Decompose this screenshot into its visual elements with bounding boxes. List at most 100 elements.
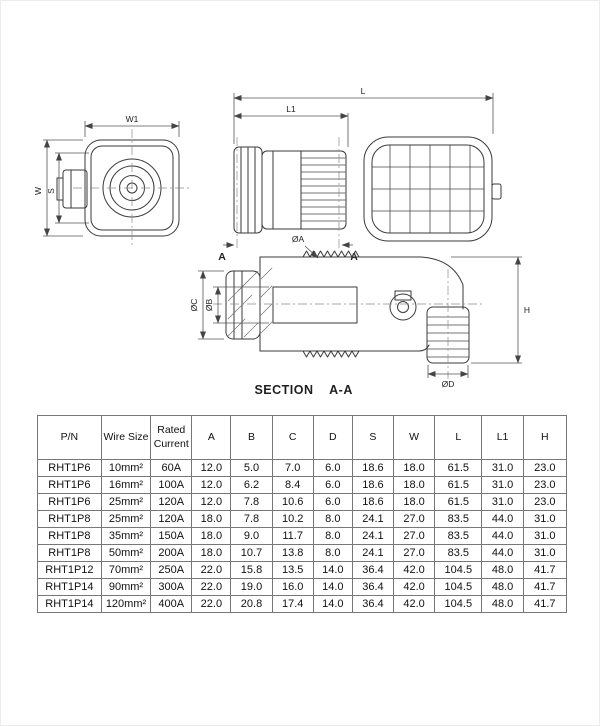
dim-label-dia-d: ØD <box>442 379 455 389</box>
table-cell: 9.0 <box>230 527 273 545</box>
side-view <box>233 146 347 234</box>
column-header: W <box>392 415 436 460</box>
length-dimensions <box>233 93 494 147</box>
table-cell: 16.0 <box>271 578 314 596</box>
table-cell: RHT1P14 <box>37 578 102 596</box>
table-cell: 300A <box>150 578 193 596</box>
section-cut-lines <box>236 137 340 249</box>
section-view <box>225 250 470 364</box>
table-cell: 6.2 <box>230 476 273 494</box>
table-cell: 83.5 <box>434 544 483 562</box>
table-cell: 31.0 <box>522 510 568 528</box>
column-header: A <box>191 415 232 460</box>
table-cell: 15.8 <box>230 561 273 579</box>
table-cell: 120A <box>150 493 193 511</box>
table-cell: 5.0 <box>230 459 273 477</box>
table-cell: 24.1 <box>351 527 395 545</box>
section-caption-id: A-A <box>329 383 353 397</box>
table-cell: 11.7 <box>271 527 314 545</box>
table-cell: 150A <box>150 527 193 545</box>
table-cell: 35mm² <box>100 527 152 545</box>
table-cell: 104.5 <box>434 578 483 596</box>
table-cell: 18.0 <box>392 459 436 477</box>
table-cell: 31.0 <box>522 544 568 562</box>
table-cell: 31.0 <box>481 493 524 511</box>
dim-label-w: W <box>33 187 43 195</box>
column-header: C <box>271 415 314 460</box>
column-header: L <box>434 415 483 460</box>
table-cell: RHT1P12 <box>37 561 102 579</box>
table-cell: RHT1P8 <box>37 510 102 528</box>
table-cell: RHT1P8 <box>37 544 102 562</box>
table-cell: 83.5 <box>434 527 483 545</box>
table-cell: 12.0 <box>191 493 232 511</box>
table-cell: 36.4 <box>351 595 395 613</box>
table-cell: RHT1P6 <box>37 476 102 494</box>
rear-view <box>363 136 502 242</box>
table-cell: 23.0 <box>522 459 568 477</box>
table-cell: 18.0 <box>191 527 232 545</box>
table-cell: 22.0 <box>191 561 232 579</box>
table-cell: 120mm² <box>100 595 152 613</box>
table-cell: 42.0 <box>392 578 436 596</box>
table-cell: 18.0 <box>392 476 436 494</box>
table-cell: 10mm² <box>100 459 152 477</box>
table-cell: 25mm² <box>100 510 152 528</box>
section-marker-a-left: A <box>218 251 226 263</box>
column-header: Rated Current <box>150 415 193 460</box>
table-cell: 6.0 <box>312 459 353 477</box>
column-header: H <box>522 415 568 460</box>
table-cell: 42.0 <box>392 595 436 613</box>
column-header: S <box>351 415 395 460</box>
dim-label-l1: L1 <box>286 104 296 114</box>
table-cell: 16mm² <box>100 476 152 494</box>
table-cell: 14.0 <box>312 561 353 579</box>
table-cell: 90mm² <box>100 578 152 596</box>
table-cell: 27.0 <box>392 527 436 545</box>
dim-label-s: S <box>46 188 56 194</box>
table-cell: 7.8 <box>230 493 273 511</box>
front-view-dimensions <box>43 121 180 237</box>
table-cell: 10.7 <box>230 544 273 562</box>
table-cell: 18.6 <box>351 493 395 511</box>
table-cell: 31.0 <box>522 527 568 545</box>
table-cell: 12.0 <box>191 459 232 477</box>
table-cell: 36.4 <box>351 578 395 596</box>
table-cell: RHT1P6 <box>37 459 102 477</box>
table-cell: 250A <box>150 561 193 579</box>
dim-label-dia-a: ØA <box>292 234 305 244</box>
table-cell: 18.0 <box>191 544 232 562</box>
table-cell: 61.5 <box>434 493 483 511</box>
dim-label-dia-c: ØC <box>189 299 199 312</box>
table-cell: 48.0 <box>481 561 524 579</box>
section-view-dimensions <box>198 245 522 378</box>
table-cell: 6.0 <box>312 493 353 511</box>
column-header: P/N <box>37 415 102 460</box>
table-cell: 44.0 <box>481 544 524 562</box>
table-cell: 13.8 <box>271 544 314 562</box>
table-cell: 24.1 <box>351 544 395 562</box>
table-cell: RHT1P6 <box>37 493 102 511</box>
table-cell: 14.0 <box>312 595 353 613</box>
table-cell: 17.4 <box>271 595 314 613</box>
dim-label-w1: W1 <box>126 114 139 124</box>
table-cell: 50mm² <box>100 544 152 562</box>
table-cell: 104.5 <box>434 561 483 579</box>
table-cell: 400A <box>150 595 193 613</box>
table-cell: 41.7 <box>522 595 568 613</box>
table-cell: 44.0 <box>481 510 524 528</box>
table-cell: 31.0 <box>481 476 524 494</box>
table-cell: 41.7 <box>522 561 568 579</box>
table-cell: 18.6 <box>351 459 395 477</box>
table-cell: 8.0 <box>312 544 353 562</box>
column-header: B <box>230 415 273 460</box>
